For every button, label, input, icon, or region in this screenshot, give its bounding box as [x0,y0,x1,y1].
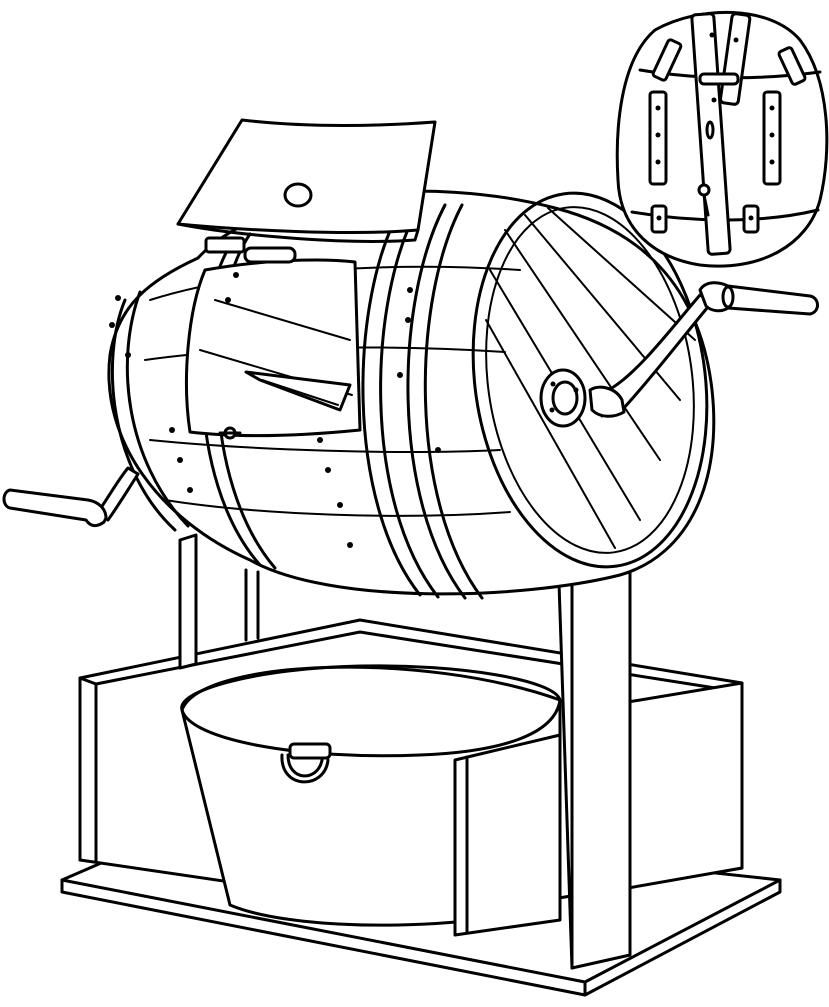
axle-hub [539,368,587,428]
lid-hinge [204,236,297,264]
barrel-lid [176,118,437,264]
barrel-door-opening [185,258,362,438]
front-box-panel [453,681,744,937]
left-upright-post [178,533,260,670]
hoop-rivets [109,272,441,548]
inset-detail-vignette [615,10,829,268]
right-crank-handle [588,281,819,418]
door-latch-wingnut [218,426,242,440]
tub-handle [280,742,332,784]
left-crank-handle [2,466,140,528]
